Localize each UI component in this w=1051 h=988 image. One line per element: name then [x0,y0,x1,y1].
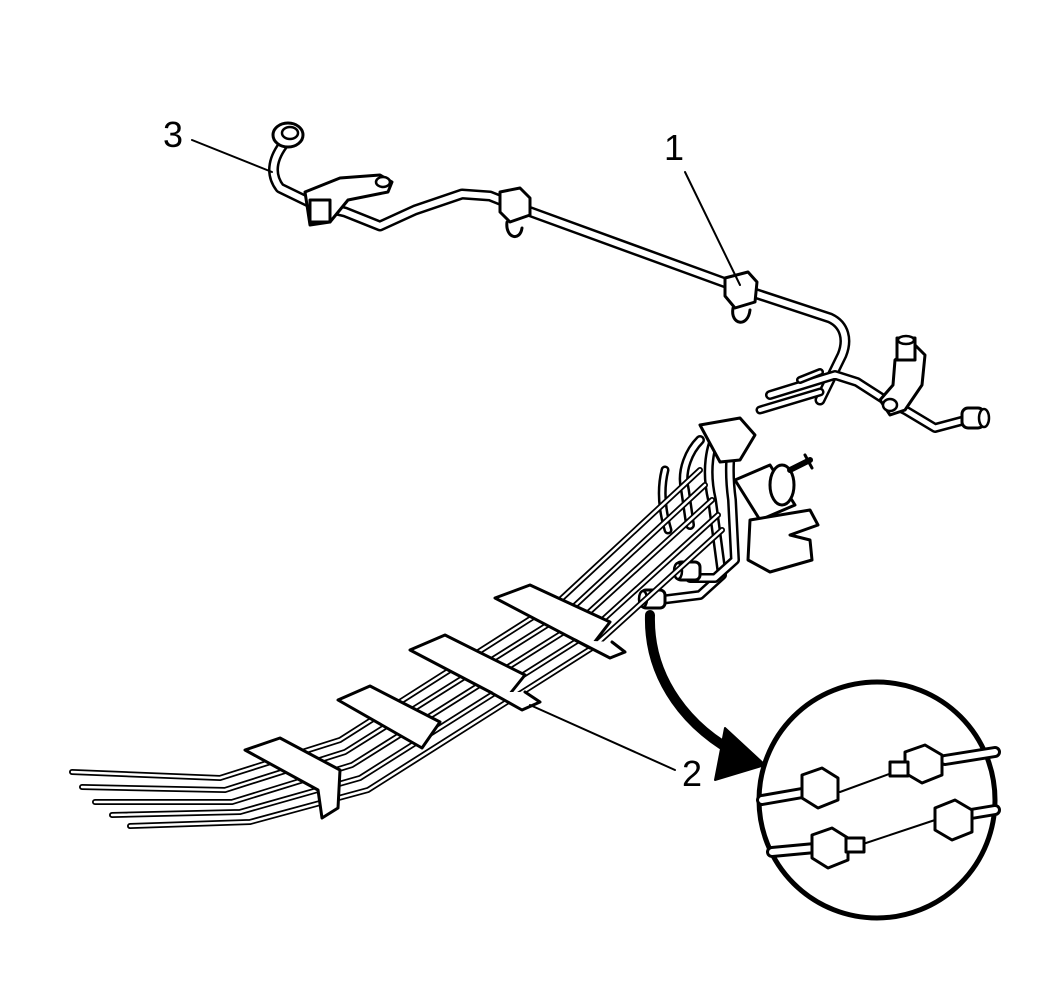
callout-label-1: 1 [664,127,685,168]
callout-label-2: 2 [682,753,703,794]
upper-pipe [268,139,851,406]
valve-cylinder [733,453,820,574]
mounting-bracket-right [878,334,927,417]
pipe-bundle [69,467,725,829]
bundle-clip-2 [408,633,542,712]
bundle-clip-3 [336,684,442,750]
callout-label-3: 3 [163,114,184,155]
curved-arrow-icon [644,610,766,781]
leader-line-3 [191,139,273,173]
leader-line-2 [529,704,676,771]
mounting-bracket-left [303,173,394,227]
bundle-clip-4 [243,736,342,820]
pipe-junction [655,416,757,605]
pipe-clip-1 [723,270,759,324]
magnified-detail-circle [756,679,1001,921]
right-branch-pipe [755,368,970,433]
pipe-clip-upper [498,186,532,238]
pipe-end-fitting-3 [271,121,305,149]
pipe-end-fitting-right [960,406,991,430]
leader-line-1 [684,171,741,286]
bundle-clip-1 [493,583,627,660]
